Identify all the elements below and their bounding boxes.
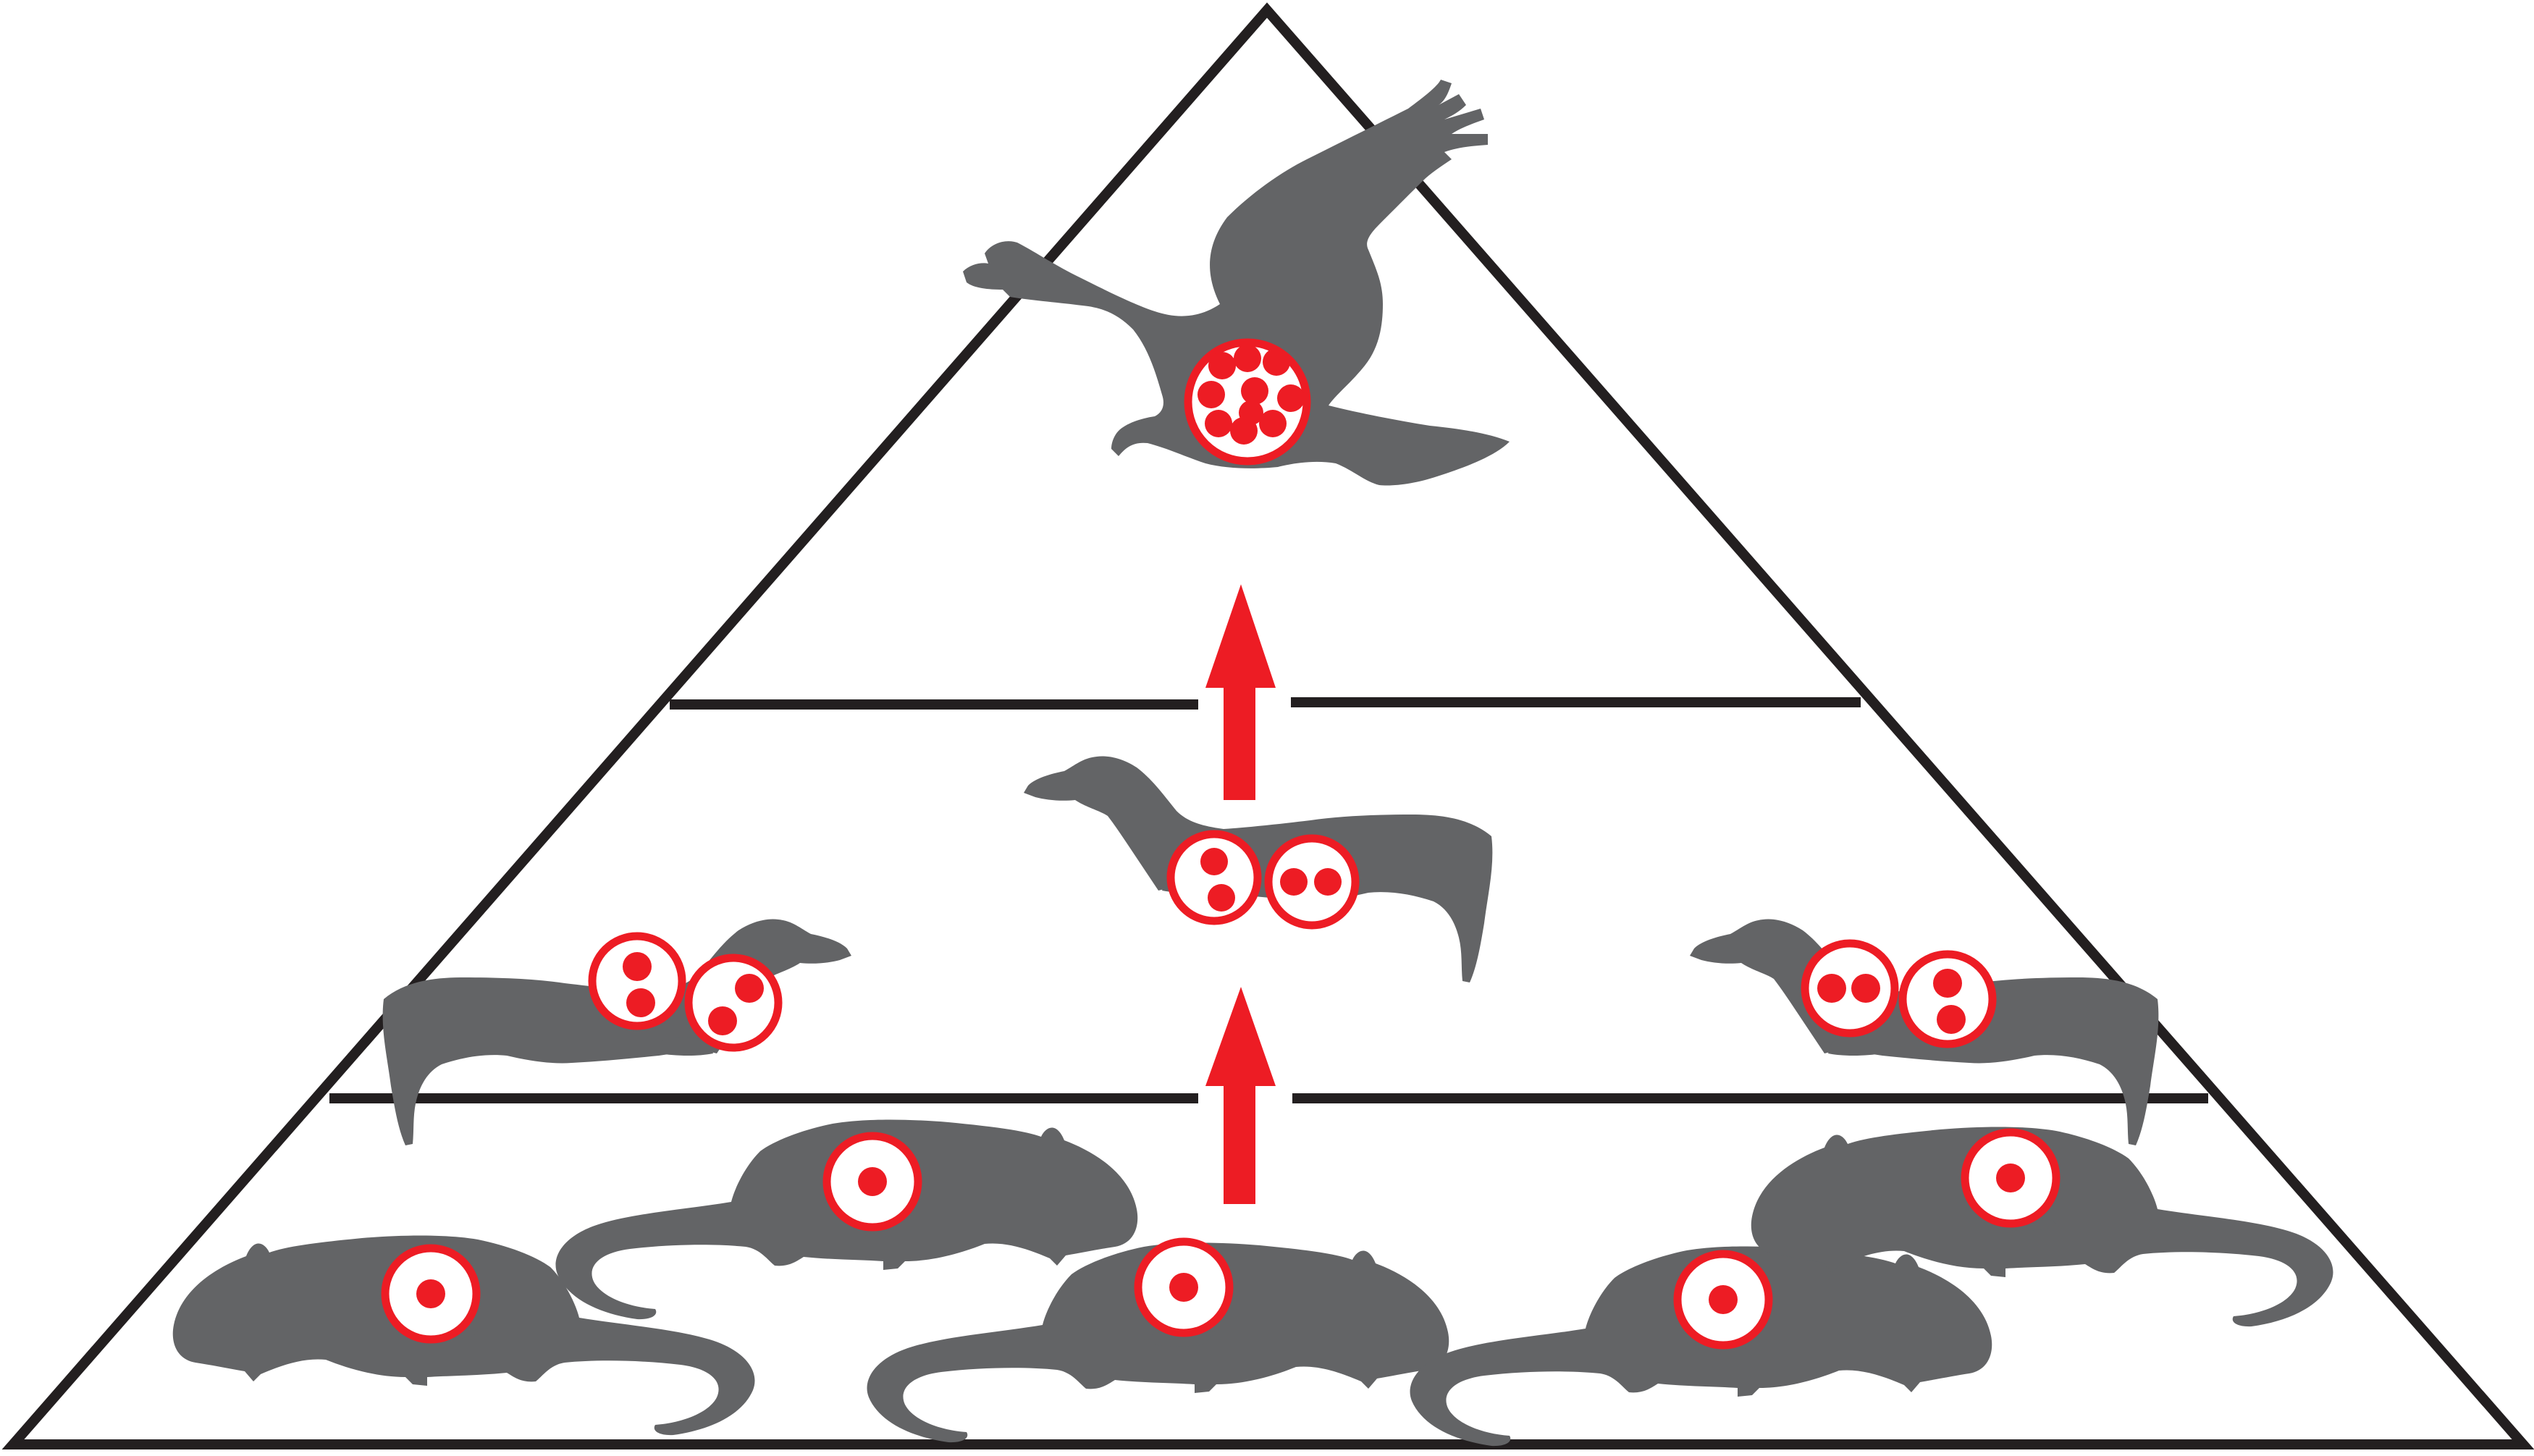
cell-icon <box>588 932 686 1030</box>
cell-icon <box>1264 834 1360 930</box>
cell-icon <box>1673 1250 1773 1350</box>
cell-icon <box>1961 1128 2061 1228</box>
level-primary-consumers <box>172 1119 2333 1447</box>
cell-icon <box>1898 950 1997 1048</box>
cell-icon <box>1184 338 1311 466</box>
cell-icon <box>1166 830 1262 925</box>
cell-icon <box>1801 939 1899 1038</box>
cell-icon <box>684 954 783 1052</box>
cell-icon <box>822 1132 922 1232</box>
particle-icon <box>1197 345 1305 445</box>
arrow-up-icon <box>1205 584 1276 800</box>
cell-icon <box>381 1244 481 1344</box>
level-secondary-consumers <box>382 756 2159 1145</box>
arrow-up-icon <box>1205 987 1276 1204</box>
cell-icon <box>1134 1237 1234 1337</box>
level-top-predator <box>963 80 1510 486</box>
